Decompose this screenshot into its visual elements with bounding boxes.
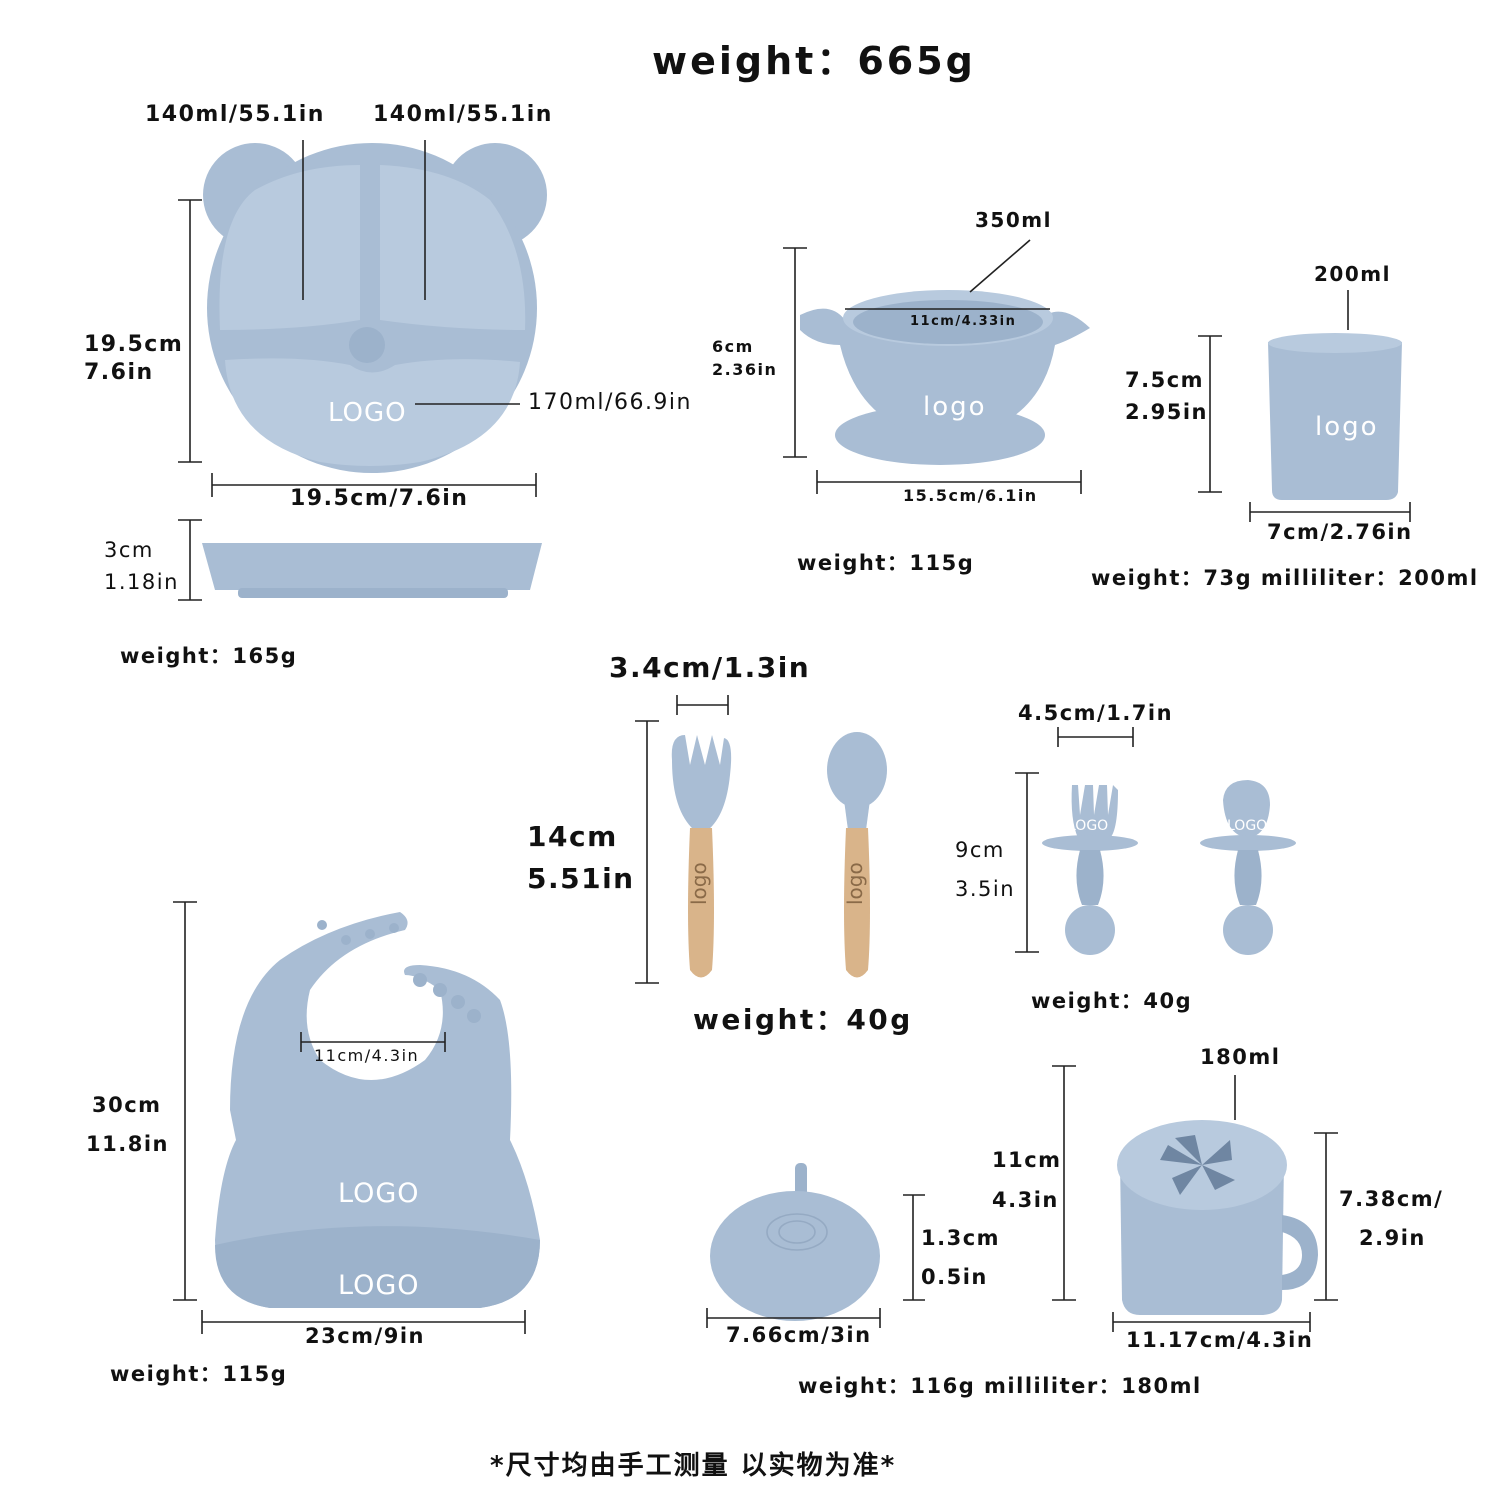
snack-cup-width: 11.17cm/4.3in	[1126, 1328, 1314, 1352]
plate-height-in: 7.6in	[84, 360, 154, 385]
plate-right-capacity: 140ml/55.1in	[373, 102, 553, 127]
plate-bottom-capacity: 170ml/66.9in	[528, 390, 692, 415]
bib-logo-upper: LOGO	[338, 1178, 420, 1209]
bowl-capacity: 350ml	[975, 208, 1052, 232]
plate-side-view	[202, 543, 542, 598]
cup-width: 7cm/2.76in	[1267, 520, 1413, 544]
wooden-fork	[671, 735, 732, 978]
cup-info: weight：73g milliliter：200ml	[1091, 566, 1479, 590]
snack-cup	[1117, 1120, 1318, 1315]
bib-weight: weight：115g	[110, 1362, 288, 1386]
bib-neck-width: 11cm/4.3in	[314, 1046, 420, 1065]
short-cutlery-height-cm: 9cm	[955, 838, 1005, 862]
plate-logo: LOGO	[328, 398, 407, 428]
bowl-height-cm: 6cm	[712, 337, 754, 356]
bib-width: 23cm/9in	[305, 1324, 425, 1348]
short-spoon	[1200, 780, 1296, 955]
total-weight: weight：665g	[652, 39, 976, 83]
snack-cup-info: weight：116g milliliter：180ml	[798, 1374, 1202, 1398]
bib-height-in: 11.8in	[86, 1132, 169, 1156]
cutlery-head-width: 3.4cm/1.3in	[609, 651, 811, 684]
lid-width: 7.66cm/3in	[726, 1323, 872, 1347]
short-cutlery-width: 4.5cm/1.7in	[1018, 701, 1174, 725]
silicone-bib	[215, 912, 540, 1308]
short-fork-logo: LOGO	[1068, 818, 1109, 834]
snack-cup-capacity: 180ml	[1200, 1045, 1281, 1069]
plate-weight: weight：165g	[120, 644, 298, 668]
snack-cup-total-height-in: 4.3in	[992, 1188, 1059, 1212]
plate-height-cm: 19.5cm	[84, 332, 184, 357]
suction-bowl	[800, 290, 1090, 465]
lid-height-cm: 1.3cm	[921, 1226, 1001, 1250]
short-fork	[1042, 785, 1138, 955]
plate-width: 19.5cm/7.6in	[290, 486, 469, 511]
bowl-logo: logo	[923, 392, 987, 422]
fork-handle-logo: logo	[687, 862, 711, 905]
cup-capacity: 200ml	[1314, 262, 1391, 286]
bowl-weight: weight：115g	[797, 551, 975, 575]
drinking-cup	[1268, 333, 1402, 500]
bowl-height-in: 2.36in	[712, 360, 778, 379]
plate-depth-cm: 3cm	[104, 538, 154, 562]
footnote: *尺寸均由手工测量 以实物为准*	[490, 1451, 897, 1481]
snack-cup-height-cm: 7.38cm/	[1339, 1187, 1444, 1211]
straw-lid	[710, 1163, 880, 1321]
bowl-inner-diameter: 11cm/4.33in	[910, 314, 1017, 329]
wooden-spoon	[827, 732, 887, 978]
plate-depth-in: 1.18in	[104, 570, 179, 594]
cutlery-length-cm: 14cm	[527, 820, 618, 853]
snack-cup-height-in: 2.9in	[1359, 1226, 1426, 1250]
lid-height-in: 0.5in	[921, 1265, 988, 1289]
bear-plate	[203, 143, 547, 473]
cup-logo: logo	[1315, 412, 1379, 442]
bowl-width: 15.5cm/6.1in	[903, 486, 1038, 505]
bib-height-cm: 30cm	[92, 1093, 162, 1117]
cutlery-length-in: 5.51in	[527, 862, 635, 895]
dimension-lines	[173, 140, 1411, 1334]
cup-height-in: 2.95in	[1125, 400, 1208, 424]
bib-logo-lower: LOGO	[338, 1270, 420, 1301]
snack-cup-total-height-cm: 11cm	[992, 1148, 1062, 1172]
cup-height-cm: 7.5cm	[1125, 368, 1205, 392]
short-cutlery-height-in: 3.5in	[955, 877, 1016, 901]
short-cutlery-weight: weight：40g	[1031, 989, 1193, 1013]
cutlery-weight: weight：40g	[693, 1003, 913, 1036]
plate-left-capacity: 140ml/55.1in	[145, 102, 325, 127]
short-spoon-logo: LOGO	[1227, 818, 1268, 834]
spoon-handle-logo: logo	[843, 862, 867, 905]
